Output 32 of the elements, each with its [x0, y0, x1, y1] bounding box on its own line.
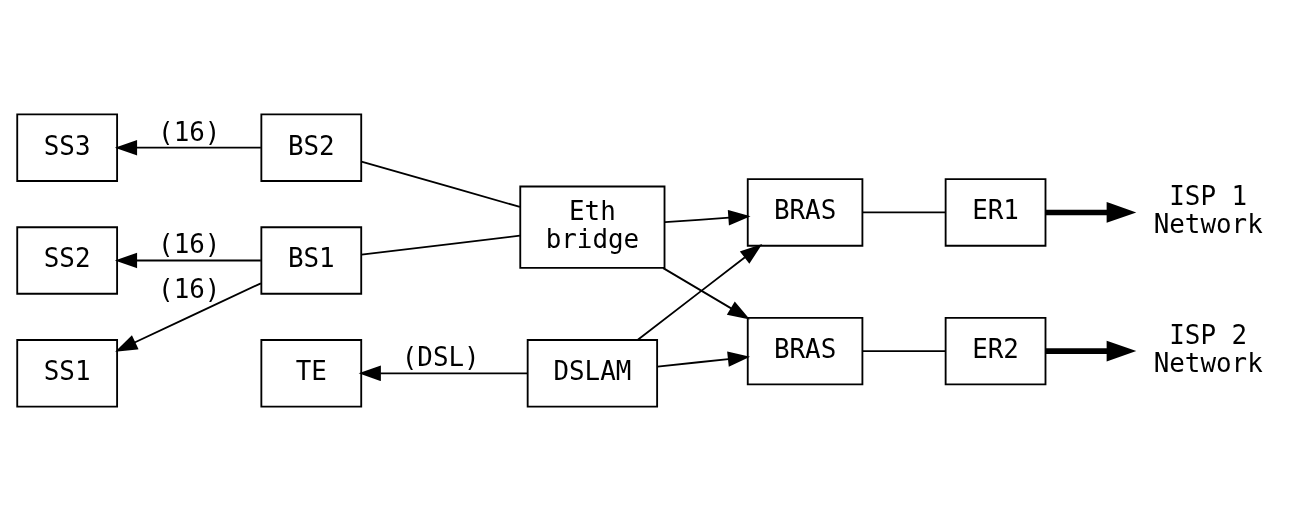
node-text: Network	[1153, 209, 1263, 240]
node-box: TE	[260, 339, 363, 408]
node-box: BRAS	[746, 316, 864, 386]
connector	[861, 211, 946, 214]
connector	[360, 234, 521, 256]
arrow	[664, 209, 751, 226]
node-box: DSLAM	[526, 339, 659, 408]
edge-label: (16)	[158, 229, 221, 260]
arrow	[114, 252, 262, 269]
node-box: ER2	[944, 316, 1047, 386]
node-box: SS1	[16, 339, 119, 408]
node-label: ISP 1	[1169, 181, 1248, 212]
node-box: ER1	[944, 178, 1047, 247]
node-box: BS1	[260, 226, 363, 295]
node-box: SS2	[16, 226, 119, 295]
connector	[861, 350, 946, 353]
arrow	[1045, 202, 1137, 223]
arrow	[636, 244, 763, 341]
edge-label: (16)	[158, 116, 221, 147]
arrow	[1045, 340, 1137, 362]
node-box: BRAS	[746, 178, 864, 247]
node-box: BS2	[260, 113, 363, 182]
arrow	[114, 139, 262, 156]
connector	[360, 160, 521, 208]
arrow	[358, 365, 529, 382]
edge-label: (DSL)	[401, 342, 480, 373]
arrow	[656, 351, 751, 368]
edge-label: (16)	[158, 273, 221, 304]
node-box: Eth bridge	[519, 185, 666, 269]
arrow	[662, 267, 750, 320]
node-box: SS3	[16, 113, 119, 182]
arrow	[115, 282, 262, 352]
